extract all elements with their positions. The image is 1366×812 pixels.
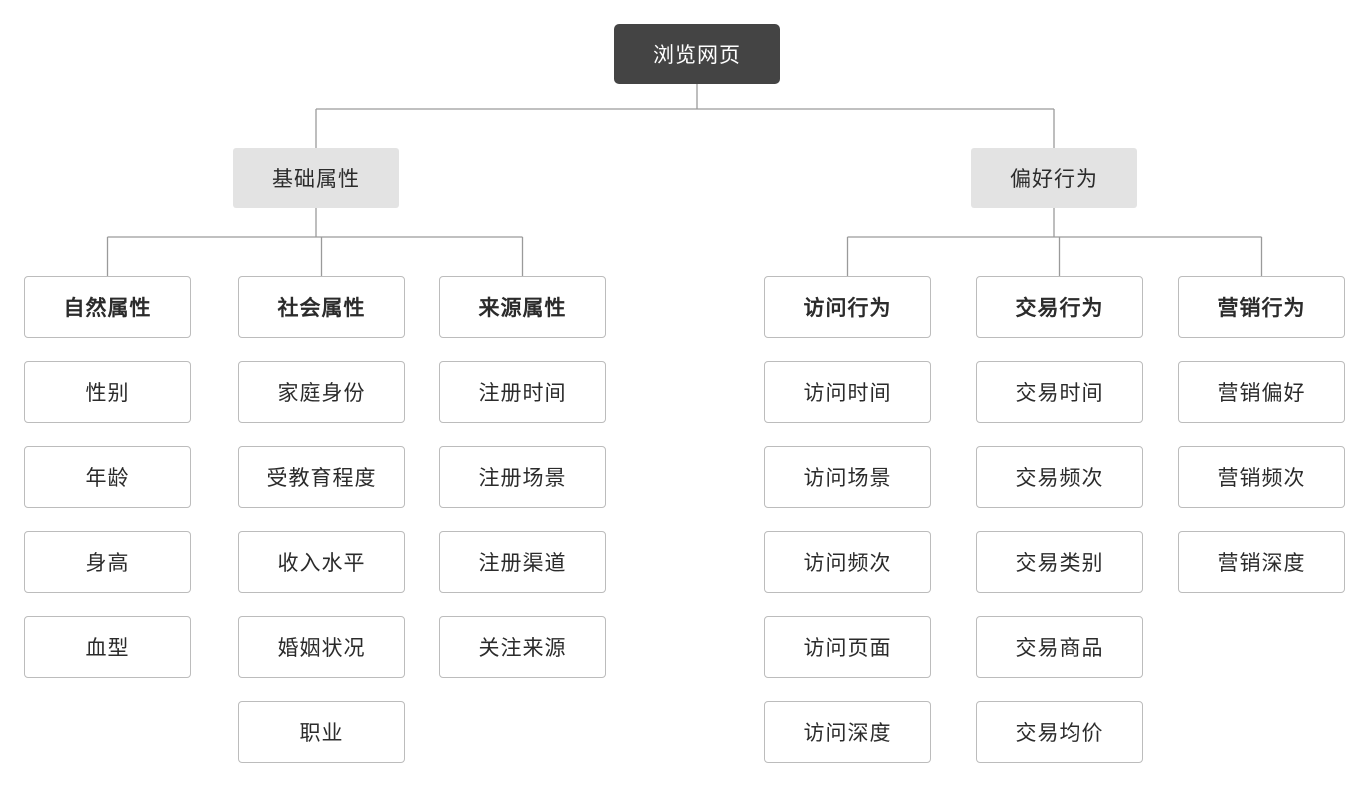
leaf-node: 营销深度 [1178, 531, 1345, 593]
group-header: 自然属性 [24, 276, 191, 338]
leaf-node: 血型 [24, 616, 191, 678]
leaf-node: 职业 [238, 701, 405, 763]
branch-node: 基础属性 [233, 148, 399, 208]
group-header: 来源属性 [439, 276, 606, 338]
leaf-node: 注册时间 [439, 361, 606, 423]
leaf-node: 收入水平 [238, 531, 405, 593]
leaf-node: 交易商品 [976, 616, 1143, 678]
leaf-node: 家庭身份 [238, 361, 405, 423]
group-header: 交易行为 [976, 276, 1143, 338]
leaf-node: 访问时间 [764, 361, 931, 423]
group-header: 营销行为 [1178, 276, 1345, 338]
leaf-node: 年龄 [24, 446, 191, 508]
leaf-node: 交易类别 [976, 531, 1143, 593]
leaf-node: 身高 [24, 531, 191, 593]
leaf-node: 性别 [24, 361, 191, 423]
leaf-node: 营销频次 [1178, 446, 1345, 508]
leaf-node: 注册场景 [439, 446, 606, 508]
branch-node: 偏好行为 [971, 148, 1137, 208]
leaf-node: 交易时间 [976, 361, 1143, 423]
leaf-node: 访问场景 [764, 446, 931, 508]
leaf-node: 婚姻状况 [238, 616, 405, 678]
leaf-node: 交易均价 [976, 701, 1143, 763]
leaf-node: 营销偏好 [1178, 361, 1345, 423]
leaf-node: 关注来源 [439, 616, 606, 678]
leaf-node: 访问深度 [764, 701, 931, 763]
leaf-node: 访问页面 [764, 616, 931, 678]
group-header: 访问行为 [764, 276, 931, 338]
root-node: 浏览网页 [614, 24, 780, 84]
leaf-node: 注册渠道 [439, 531, 606, 593]
leaf-node: 交易频次 [976, 446, 1143, 508]
leaf-node: 访问频次 [764, 531, 931, 593]
group-header: 社会属性 [238, 276, 405, 338]
leaf-node: 受教育程度 [238, 446, 405, 508]
